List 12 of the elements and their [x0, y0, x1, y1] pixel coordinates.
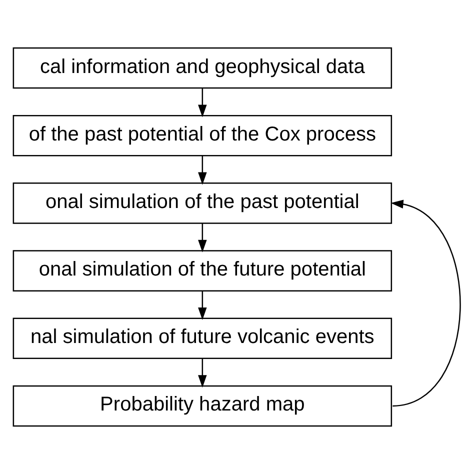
- arrow: [198, 290, 207, 320]
- node-box: Probability hazard map: [12, 385, 392, 427]
- arrow: [390, 200, 461, 407]
- node-box: onal simulation of the past potential: [12, 182, 392, 224]
- arrow: [198, 358, 207, 388]
- arrow: [198, 156, 207, 185]
- node-box: onal simulation of the future potential: [12, 250, 392, 292]
- arrow: [198, 223, 207, 252]
- arrow: [198, 88, 207, 118]
- node-box: cal information and geophysical data: [12, 47, 392, 89]
- node-box: of the past potential of the Cox process: [12, 114, 392, 156]
- node-box: nal simulation of future volcanic events: [12, 318, 392, 360]
